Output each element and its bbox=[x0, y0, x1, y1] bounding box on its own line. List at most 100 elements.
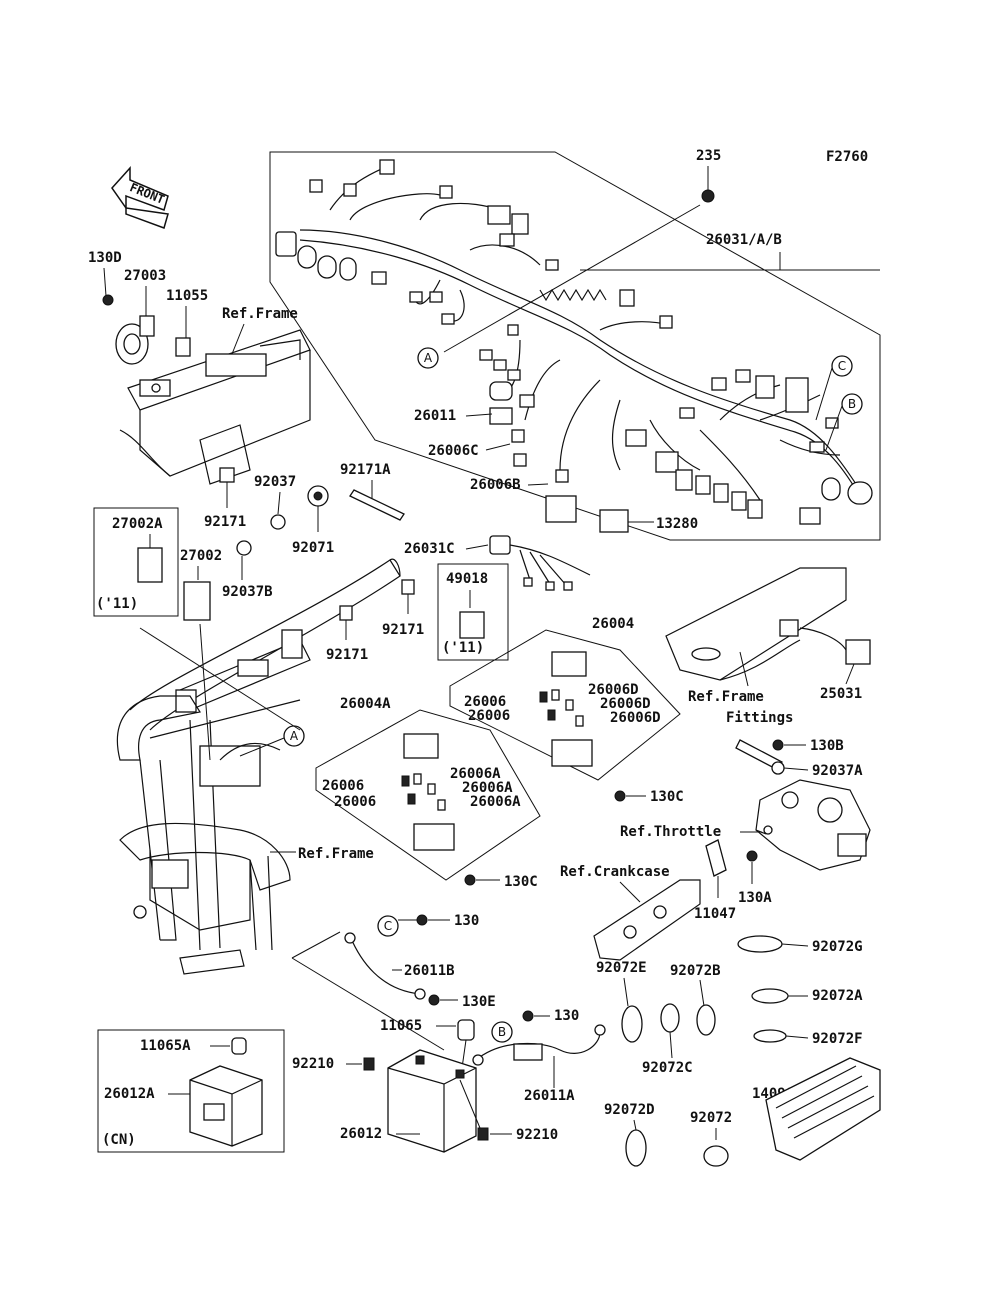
label-26012a: 26012A bbox=[104, 1086, 155, 1102]
bolt-icon bbox=[428, 994, 440, 1006]
callout-a-1-label: A bbox=[424, 351, 433, 365]
callout-a-1 bbox=[417, 347, 439, 369]
band-92072g-icon bbox=[737, 935, 783, 953]
label-26012: 26012 bbox=[340, 1126, 382, 1142]
panel-26004 bbox=[449, 629, 681, 781]
main-harness-panel bbox=[269, 151, 881, 541]
bolt-icon bbox=[416, 914, 428, 926]
label-11047: 11047 bbox=[694, 906, 736, 922]
fuse-cover-a-icon bbox=[403, 733, 439, 759]
bolt-icon bbox=[102, 294, 114, 306]
ref-frame-1: Ref.Frame bbox=[222, 306, 298, 322]
label-92210-b: 92210 bbox=[516, 1127, 558, 1143]
harness-coil-icon bbox=[539, 288, 607, 302]
band-92072f-icon bbox=[753, 1029, 787, 1043]
cover-14090-icon bbox=[765, 1057, 881, 1161]
bracket-11047-icon bbox=[705, 839, 727, 877]
label-26031-a-b: 26031/A/B bbox=[706, 232, 782, 248]
label-26006-1: 26006 bbox=[464, 694, 506, 710]
callout-a-2-label: A bbox=[290, 729, 299, 743]
band-92072-icon bbox=[703, 1145, 729, 1167]
panel-26004a bbox=[315, 709, 541, 881]
front-arrow-icon: FRONT bbox=[111, 166, 169, 229]
terminal-cap-icon bbox=[457, 1019, 475, 1041]
throttle-body-drawing bbox=[755, 779, 871, 871]
ref-frame-fittings-2: Fittings bbox=[726, 710, 793, 726]
label-92072c: 92072C bbox=[642, 1060, 693, 1076]
label-26006-4: 26006 bbox=[334, 794, 376, 810]
box-49018 bbox=[437, 563, 509, 661]
callout-b-1 bbox=[841, 393, 863, 415]
label-11065a: 11065A bbox=[140, 1038, 191, 1054]
label-26011a: 26011A bbox=[524, 1088, 575, 1104]
label-130-a: 130 bbox=[454, 913, 479, 929]
label-130e: 130E bbox=[462, 994, 496, 1010]
clip-b-icon bbox=[401, 579, 415, 595]
label-92072f: 92072F bbox=[812, 1031, 863, 1047]
label-26006-3: 26006 bbox=[322, 778, 364, 794]
label-26006d-1: 26006D bbox=[588, 682, 639, 698]
label-92072e: 92072E bbox=[596, 960, 647, 976]
crankcase-drawing bbox=[593, 879, 701, 961]
relay-27002-icon bbox=[183, 581, 211, 621]
bracket-icon bbox=[175, 337, 191, 357]
label-92072d: 92072D bbox=[604, 1102, 655, 1118]
battery-26012-icon bbox=[387, 1049, 477, 1153]
band-92072b-icon bbox=[696, 1004, 716, 1036]
label-92037a: 92037A bbox=[812, 763, 863, 779]
callout-c-1 bbox=[831, 355, 853, 377]
clamp-c-icon bbox=[771, 761, 785, 775]
clip-c-icon bbox=[339, 605, 353, 621]
bolt-icon bbox=[614, 790, 626, 802]
label-13280: 13280 bbox=[656, 516, 698, 532]
label-92071: 92071 bbox=[292, 540, 334, 556]
label-11-b: ('11) bbox=[442, 640, 484, 656]
box-27002a bbox=[93, 507, 179, 617]
label-11-a: ('11) bbox=[96, 596, 138, 612]
callout-b-2-label: B bbox=[498, 1025, 506, 1039]
label-130b: 130B bbox=[810, 738, 844, 754]
frame-bottom-left-drawing bbox=[116, 695, 301, 975]
label-27003: 27003 bbox=[124, 268, 166, 284]
relay-icon bbox=[137, 547, 163, 583]
box-cn bbox=[97, 1029, 285, 1153]
label-26011b: 26011B bbox=[404, 963, 455, 979]
label-11055: 11055 bbox=[166, 288, 208, 304]
clip-icon bbox=[219, 467, 235, 483]
battery-26012a-icon bbox=[189, 1065, 263, 1147]
terminal-cap-a-icon bbox=[231, 1037, 247, 1055]
fuse-box-a-icon bbox=[413, 823, 455, 851]
label-26006c: 26006C bbox=[428, 443, 479, 459]
connector-25031-icon bbox=[845, 639, 871, 665]
label-27002: 27002 bbox=[180, 548, 222, 564]
label-26006b: 26006B bbox=[470, 477, 521, 493]
label-26006a-3: 26006A bbox=[470, 794, 521, 810]
label-92171-a: 92171 bbox=[204, 514, 246, 530]
callout-c-2 bbox=[377, 915, 399, 937]
nut-b-icon bbox=[477, 1127, 489, 1141]
label-49018: 49018 bbox=[446, 571, 488, 587]
label-92037b: 92037B bbox=[222, 584, 273, 600]
label-26031c: 26031C bbox=[404, 541, 455, 557]
label-130c-2: 130C bbox=[504, 874, 538, 890]
label-26004: 26004 bbox=[592, 616, 634, 632]
label-11065: 11065 bbox=[380, 1018, 422, 1034]
fuse-box-icon bbox=[551, 739, 593, 767]
label-92072b: 92072B bbox=[670, 963, 721, 979]
frame-top-left-drawing bbox=[119, 329, 311, 485]
band-92072e-icon bbox=[621, 1005, 643, 1043]
label-235: 235 bbox=[696, 148, 721, 164]
bolt-icon bbox=[464, 874, 476, 886]
callout-c-1-label: C bbox=[838, 359, 846, 373]
label-cn: (CN) bbox=[102, 1132, 136, 1148]
label-130-b: 130 bbox=[554, 1008, 579, 1024]
bolt-icon bbox=[522, 1010, 534, 1022]
fuse-cover-icon bbox=[551, 651, 587, 677]
label-130d: 130D bbox=[88, 250, 122, 266]
label-92171-b: 92171 bbox=[382, 622, 424, 638]
label-26006-2: 26006 bbox=[468, 708, 510, 724]
bolt-icon bbox=[772, 739, 784, 751]
clamp-b-icon bbox=[236, 540, 252, 556]
label-26011: 26011 bbox=[414, 408, 456, 424]
